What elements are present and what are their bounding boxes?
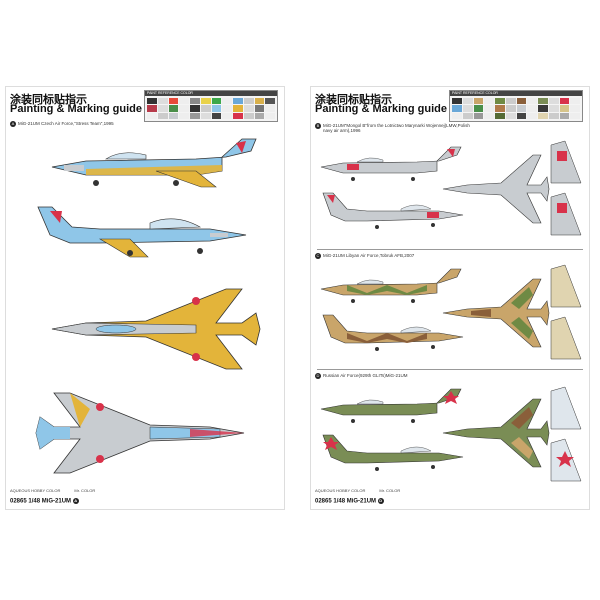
color-legend: AQUEOUS HOBBY COLOR Mr. COLOR — [315, 488, 414, 493]
footer-scheme-badge: A — [72, 498, 79, 505]
legend-aqueous: AQUEOUS HOBBY COLOR — [315, 488, 366, 493]
jet-b-top-view — [442, 154, 550, 224]
section-divider — [317, 369, 583, 370]
footer-model: MiG-21UM — [41, 499, 72, 505]
scheme-b-caption-text: MiG-21UM"Mongol B"from the Lotnictwo Mar… — [323, 123, 470, 133]
instruction-page-right: 涂装同标贴指示 Painting & Marking guide PAINT R… — [310, 86, 590, 510]
scheme-a-caption-text: MiG-21UM Czech Air Force,"Stress Team",1… — [18, 121, 114, 127]
jet-b-tail-views — [550, 140, 582, 236]
jet-side-view-port — [51, 138, 257, 188]
footer-scheme-badge: D — [377, 498, 384, 505]
page-title-chinese: 涂装同标贴指示 — [10, 94, 87, 106]
jet-d-side-view-port — [320, 388, 462, 423]
page-footer: 02865 1/48 MiG-21UM D — [315, 498, 384, 505]
instruction-page-left: 涂装同标贴指示 Painting & Marking guide PAINT R… — [5, 86, 285, 510]
legend-mr-color: Mr. COLOR — [379, 488, 401, 493]
jet-top-view — [51, 288, 261, 370]
jet-d-side-view-starboard — [322, 434, 464, 471]
color-legend: AQUEOUS HOBBY COLOR Mr. COLOR — [10, 488, 109, 493]
scheme-d-badge: D — [315, 373, 321, 379]
paint-reference-heading: PAINT REFERENCE COLOR — [145, 91, 277, 96]
scheme-c-caption-text: MiG-21UM Libyan Air Force,Tobruk AFB,200… — [323, 253, 415, 259]
paint-reference-heading: PAINT REFERENCE COLOR — [450, 91, 582, 96]
jet-c-top-view — [442, 278, 550, 348]
jet-d-top-view — [442, 398, 550, 468]
scheme-a-badge: A — [10, 121, 16, 127]
jet-side-view-starboard — [37, 206, 247, 258]
jet-bottom-view — [35, 392, 245, 474]
paint-reference-table: PAINT REFERENCE COLOR — [144, 90, 278, 122]
jet-b-side-view-starboard — [322, 192, 464, 229]
scheme-b-badge: B — [315, 123, 321, 129]
legend-aqueous: AQUEOUS HOBBY COLOR — [10, 488, 61, 493]
scheme-d-caption-text: Russian Air Force(929th GLITs)MiG-21UM — [323, 373, 408, 379]
jet-c-tail-views — [550, 264, 582, 360]
jet-d-tail-views — [550, 386, 582, 482]
footer-model: MiG-21UM — [346, 499, 377, 505]
paint-reference-table: PAINT REFERENCE COLOR — [449, 90, 583, 122]
jet-b-side-view-port — [320, 146, 462, 181]
scheme-c-badge: C — [315, 253, 321, 259]
legend-mr-color: Mr. COLOR — [74, 488, 96, 493]
paint-swatch-grid — [147, 98, 275, 119]
footer-code: 02865 1/48 — [10, 499, 41, 505]
page-title: Painting & Marking guide — [315, 103, 448, 115]
jet-c-side-view-port — [320, 268, 462, 303]
section-divider — [317, 249, 583, 250]
jet-c-side-view-starboard — [322, 314, 464, 351]
footer-code: 02865 1/48 — [315, 499, 346, 505]
page-title-chinese: 涂装同标贴指示 — [315, 94, 392, 106]
paint-swatch-grid — [452, 98, 580, 119]
page-footer: 02865 1/48 MiG-21UM A — [10, 498, 79, 505]
page-title: Painting & Marking guide — [10, 103, 143, 115]
